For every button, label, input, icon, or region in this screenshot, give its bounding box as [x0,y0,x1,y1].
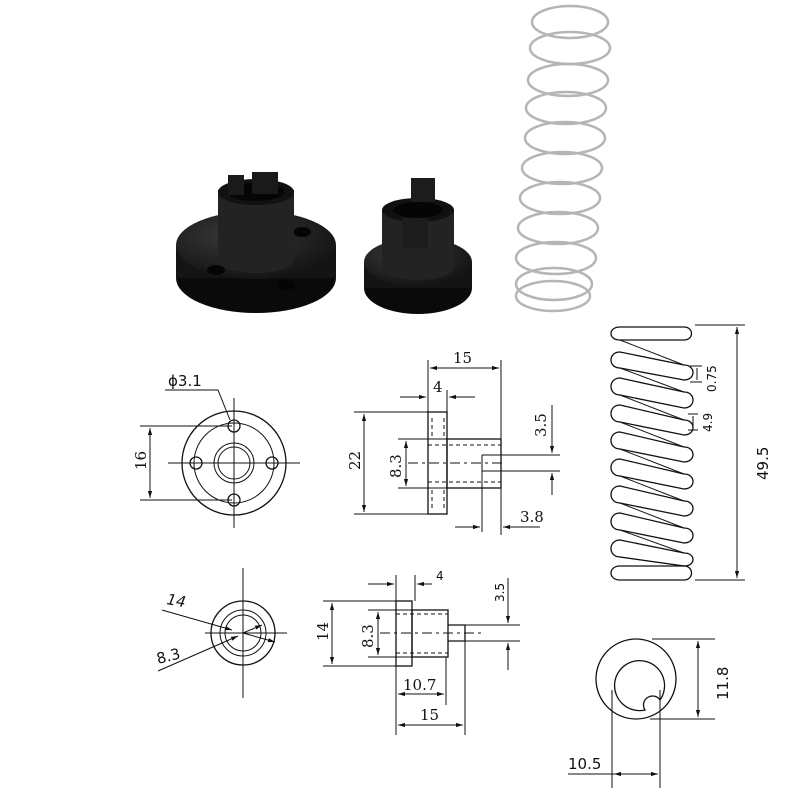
round-nut-photo [364,178,472,314]
outer-diameter-spring-label: 11.8 [714,667,732,700]
pitch-label: 4.9 [701,413,715,432]
body-length-label: 10.7 [403,676,436,694]
flange-nut-photo [176,172,336,313]
round-flange-thickness-label: 4 [436,569,444,583]
hole-diameter-label: ϕ3.1 [168,372,202,390]
flange-diameter-label: 22 [346,451,364,470]
bore-label: 8.3 [387,454,405,478]
slot-depth-label: 3.8 [520,508,544,526]
flange-thickness-label: 4 [433,378,443,396]
spring-end-view: 11.8 10.5 [568,638,732,788]
round-diameter-label: 14 [314,622,332,641]
spring-photo [514,4,612,313]
spring-side-view: 49.5 0.75 4.9 [610,324,772,581]
free-length-label: 49.5 [754,447,772,480]
round-nut-front-view: 14 8.3 [155,568,287,698]
outer-diameter-label: 14 [165,590,187,611]
total-length-label: 15 [453,349,472,367]
flange-nut-front-view: ϕ3.1 16 [132,372,300,528]
round-total-length-label: 15 [420,706,439,724]
bolt-circle-label: 16 [132,451,150,470]
round-nut-side-view: 4 14 8.3 3.5 10.7 15 [314,569,520,735]
inner-diameter-spring-label: 10.5 [568,755,601,773]
round-bore-label: 8.3 [359,624,377,648]
round-slot-width-label: 3.5 [493,583,507,602]
wire-diameter-label: 0.75 [705,365,719,392]
flange-nut-side-view: 15 4 22 8.3 3.5 3.8 [346,349,560,535]
slot-width-label: 3.5 [532,413,550,437]
bore-diameter-label: 8.3 [155,645,183,668]
